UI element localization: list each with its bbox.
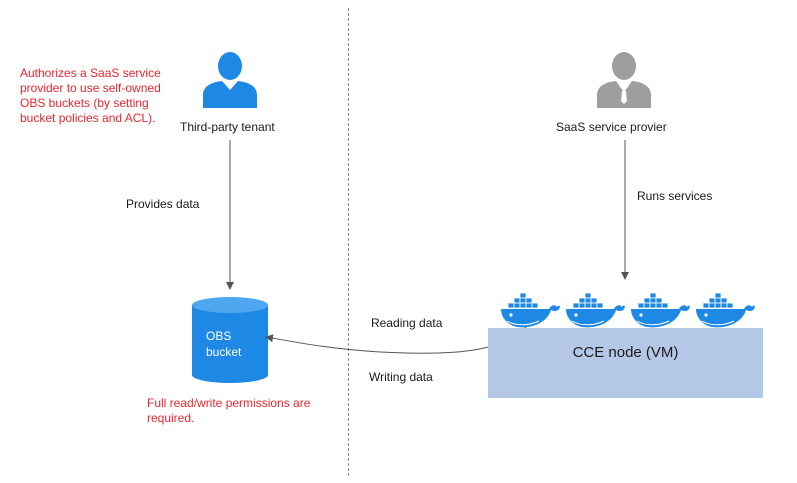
provides-data-label: Provides data: [126, 197, 200, 211]
reading-data-label: Reading data: [371, 316, 443, 330]
cce-node-box: [488, 328, 763, 398]
bucket-label-line2: bucket: [206, 345, 242, 359]
writing-data-label: Writing data: [369, 370, 433, 384]
docker-whale-icon: [500, 292, 561, 328]
provider-person-icon: [597, 52, 651, 108]
permissions-note: Full read/write permissions are required…: [147, 396, 311, 425]
obs-bucket-icon: [192, 297, 268, 383]
tenant-note: Authorizes a SaaS service provider to us…: [20, 66, 161, 125]
bucket-label-line1: OBS: [206, 329, 232, 343]
tenant-person-icon: [203, 52, 257, 108]
section-divider: [348, 8, 349, 476]
runs-services-label: Runs services: [637, 189, 713, 203]
cce-node-label: CCE node (VM): [572, 344, 679, 361]
docker-whale-icon: [630, 292, 691, 328]
tenant-label: Third-party tenant: [180, 120, 275, 134]
provider-label: SaaS service provier: [556, 120, 667, 134]
docker-whale-icon: [695, 292, 756, 328]
docker-whale-icon: [565, 292, 626, 328]
